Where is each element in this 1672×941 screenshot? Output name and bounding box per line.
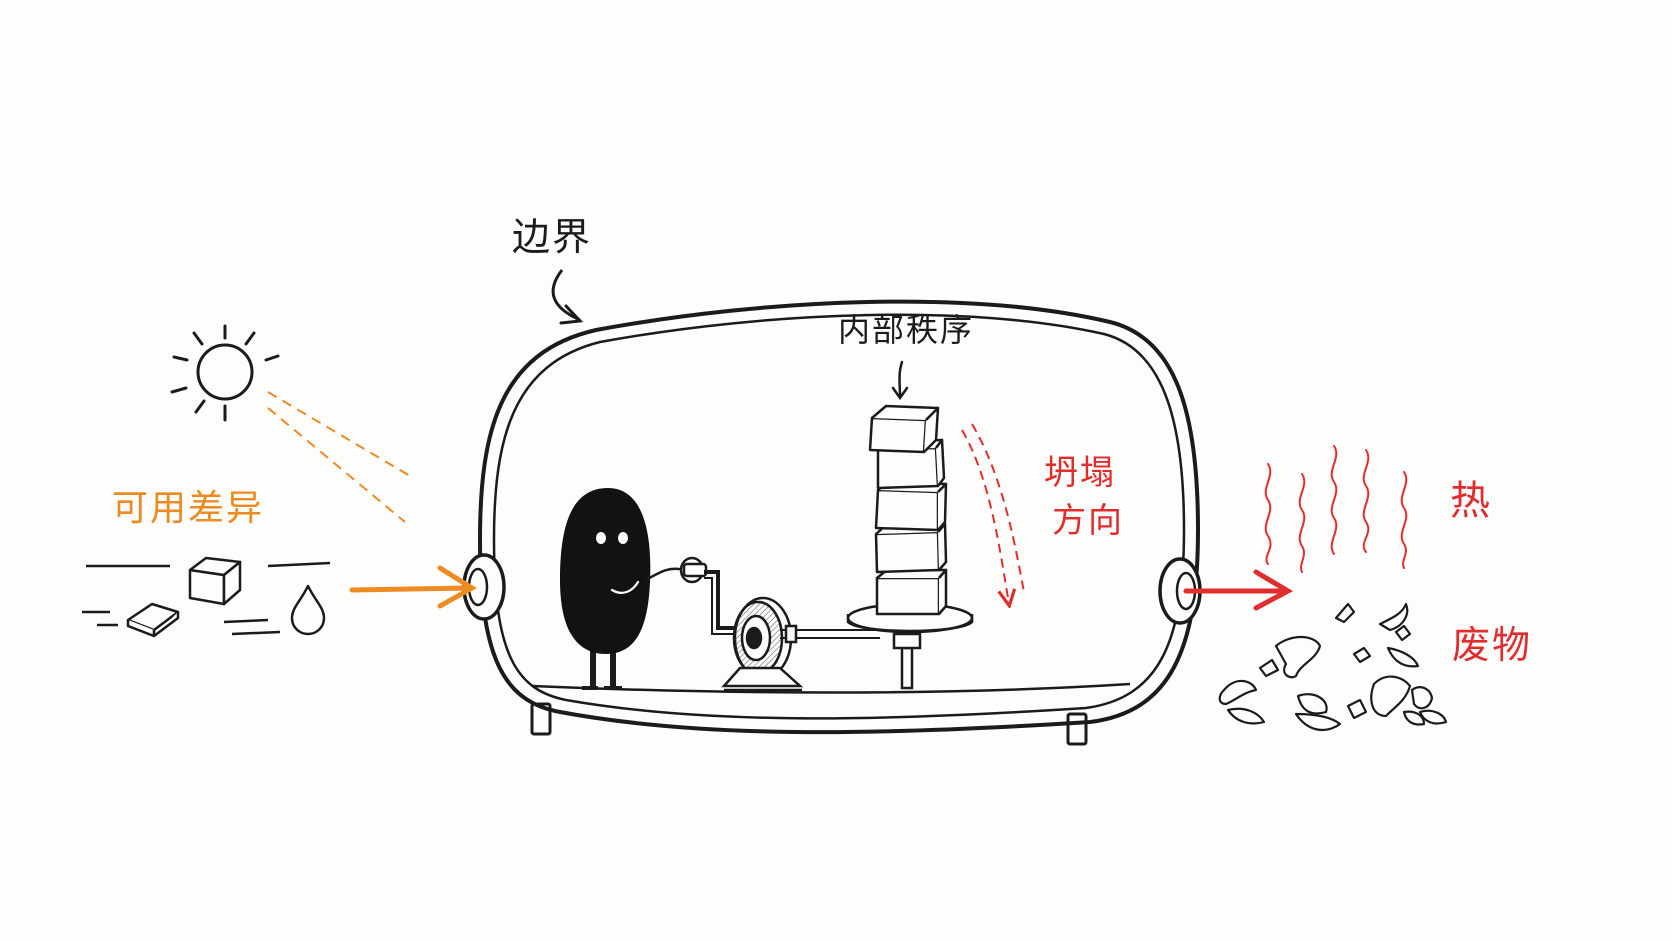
debris-piece — [1410, 686, 1434, 710]
debris-piece — [1274, 635, 1322, 679]
sun-icon — [170, 324, 280, 422]
debris-piece — [1352, 646, 1372, 664]
debris-piece — [1418, 709, 1448, 725]
creature-smile — [610, 580, 640, 594]
debris-piece — [1386, 646, 1420, 668]
internal-order-label: 内部秩序 — [838, 311, 975, 349]
collapse-direction-label-line2: 方向 — [1052, 501, 1124, 541]
vessel-leg-right — [1066, 712, 1088, 746]
motion-line — [223, 618, 269, 624]
debris-piece — [1402, 710, 1426, 726]
output-arrow — [1183, 569, 1294, 611]
debris-piece — [1294, 712, 1342, 732]
debris-piece — [1218, 679, 1258, 706]
stacked-cube — [875, 568, 948, 616]
debris-piece — [1346, 698, 1368, 720]
waste-debris — [1218, 602, 1448, 732]
creature-arm — [645, 567, 685, 582]
debris-piece — [1296, 693, 1328, 715]
heat-wave-line — [1330, 445, 1338, 555]
input-port — [462, 553, 506, 621]
waste-label: 废物 — [1452, 623, 1533, 667]
motion-line — [267, 561, 331, 568]
heat-wave-line — [1400, 471, 1408, 569]
creature-eye — [596, 532, 606, 544]
collapse-direction-arrow — [961, 423, 1025, 598]
tile-resource-icon — [126, 602, 180, 638]
vessel-inner-wall — [492, 313, 1186, 720]
debris-piece — [1370, 675, 1412, 718]
collapse-direction-label-line1: 坍塌 — [1044, 453, 1116, 493]
heat-waves — [1264, 445, 1408, 573]
boundary-label: 边界 — [512, 215, 593, 259]
creature-leg — [590, 640, 596, 688]
internal-order-pointer-arrow — [891, 360, 909, 401]
debris-piece — [1378, 602, 1409, 632]
stacked-cubes-internal-order — [868, 404, 948, 616]
boundary-pointer-arrow — [551, 269, 584, 325]
heat-label: 热 — [1450, 478, 1492, 524]
stacked-cube — [868, 404, 940, 454]
motion-line — [231, 630, 281, 636]
heat-wave-line — [1362, 449, 1370, 553]
debris-piece — [1226, 707, 1266, 725]
heat-wave-line — [1298, 473, 1306, 573]
sunlight-rays — [267, 391, 411, 523]
water-drop-icon — [290, 584, 326, 636]
gear-wheel-icon — [732, 596, 793, 680]
input-arrow — [349, 565, 477, 609]
stacked-cube — [874, 480, 948, 532]
turntable — [846, 602, 974, 690]
wheel-stand — [721, 666, 804, 688]
creature-eye — [618, 532, 628, 544]
usable-difference-label: 可用差异 — [112, 488, 265, 529]
stacked-cube — [874, 522, 948, 574]
debris-piece — [1258, 658, 1280, 678]
creature-leg — [610, 640, 616, 688]
vessel-leg-left — [530, 702, 552, 736]
creature-body — [560, 488, 651, 654]
vessel-outer-wall — [477, 299, 1201, 735]
heat-wave-line — [1264, 463, 1272, 565]
boundary-vessel — [477, 299, 1201, 746]
debris-piece — [1334, 602, 1356, 624]
cube-resource-icon — [188, 556, 242, 606]
debris-piece — [1394, 624, 1412, 642]
crank-machine — [679, 556, 880, 692]
resource-items — [82, 556, 331, 638]
demon-creature — [560, 488, 685, 690]
